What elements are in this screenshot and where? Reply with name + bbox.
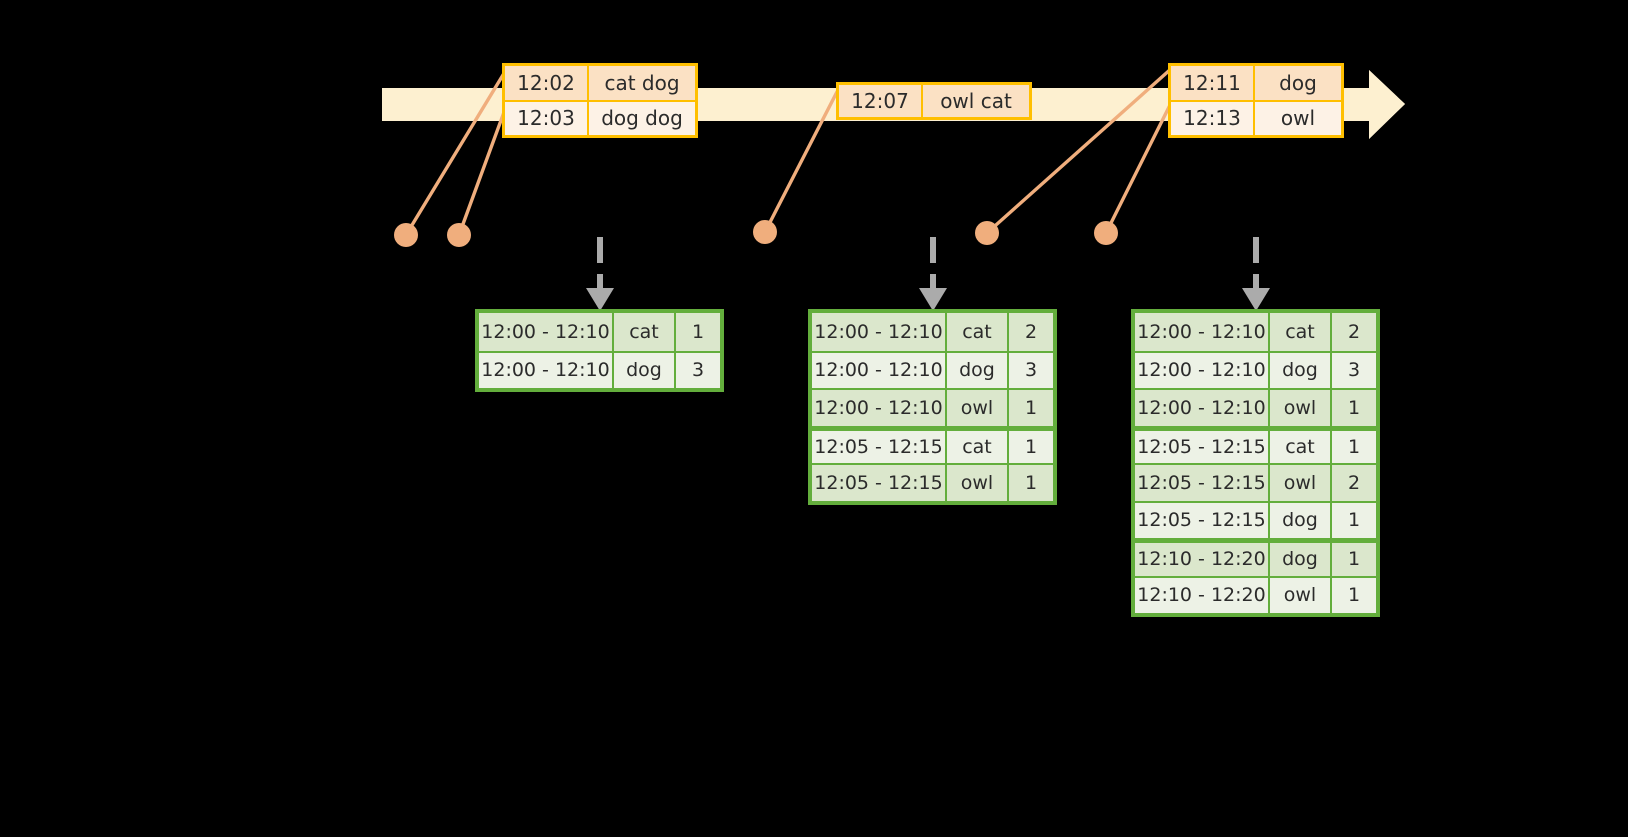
- processing-dot-5: [1094, 221, 1118, 245]
- count-cell: 1: [691, 320, 705, 343]
- window-cell: 12:05 - 12:15: [1135, 430, 1270, 463]
- event-group-2: 12:07 owl cat: [836, 82, 1032, 120]
- event-row: 12:02 cat dog: [505, 66, 695, 100]
- event-time: 12:02: [505, 66, 589, 100]
- count-cell: 2: [1347, 320, 1361, 343]
- window-cell: 12:00 - 12:10: [812, 390, 947, 426]
- key-cell: cat: [947, 430, 1009, 463]
- count-cell: 1: [1347, 435, 1361, 458]
- count-cell: 1: [1347, 548, 1361, 571]
- window-cell: 12:00 - 12:10: [1135, 390, 1270, 426]
- window-cell: 12:00 - 12:10: [1135, 313, 1270, 351]
- event-group-3: 12:11 dog 12:13 owl: [1168, 63, 1344, 138]
- key-cell: cat: [1270, 430, 1332, 463]
- result-arrow-1: [586, 237, 614, 311]
- count-cell: 1: [1347, 396, 1361, 419]
- count-cell: 1: [1024, 435, 1038, 458]
- event-words: dog: [1279, 70, 1317, 95]
- event-row: 12:03 dog dog: [505, 99, 695, 135]
- connector-line-1: [404, 68, 508, 237]
- connector-line-3: [763, 84, 842, 234]
- processing-dot-3: [753, 220, 777, 244]
- key-cell: owl: [947, 465, 1009, 501]
- key-cell: dog: [614, 352, 676, 388]
- connector-line-4: [985, 66, 1174, 235]
- count-cell: 1: [1024, 471, 1038, 494]
- count-cell: 3: [1347, 359, 1361, 382]
- processing-dot-4: [975, 221, 999, 245]
- key-cell: owl: [1270, 390, 1332, 426]
- event-words: owl: [1280, 106, 1316, 131]
- key-cell: cat: [1270, 313, 1332, 351]
- event-row: 12:13 owl: [1171, 99, 1341, 135]
- key-cell: dog: [1270, 352, 1332, 388]
- window-cell: 12:00 - 12:10: [479, 313, 614, 351]
- event-group-1: 12:02 cat dog 12:03 dog dog: [502, 63, 698, 138]
- event-row: 12:11 dog: [1171, 66, 1341, 100]
- event-words: cat dog: [604, 70, 680, 95]
- key-cell: owl: [1270, 465, 1332, 501]
- window-cell: 12:00 - 12:10: [479, 352, 614, 388]
- connector-lines: [404, 66, 1174, 237]
- key-cell: dog: [1270, 543, 1332, 576]
- count-cell: 1: [1347, 584, 1361, 607]
- count-cell: 1: [1347, 509, 1361, 532]
- event-time: 12:13: [1171, 101, 1255, 135]
- event-row: 12:07 owl cat: [839, 85, 1029, 117]
- window-cell: 12:10 - 12:20: [1135, 577, 1270, 613]
- connector-line-2: [457, 102, 509, 237]
- window-cell: 12:10 - 12:20: [1135, 543, 1270, 576]
- count-cell: 2: [1347, 471, 1361, 494]
- processing-time-dots: [394, 220, 1118, 247]
- window-cell: 12:05 - 12:15: [1135, 502, 1270, 538]
- window-cell: 12:00 - 12:10: [812, 352, 947, 388]
- window-cell: 12:00 - 12:10: [1135, 352, 1270, 388]
- connector-line-5: [1104, 99, 1174, 235]
- key-cell: owl: [1270, 577, 1332, 613]
- window-cell: 12:05 - 12:15: [812, 430, 947, 463]
- result-arrow-2: [919, 237, 947, 311]
- processing-dot-2: [447, 223, 471, 247]
- event-time: 12:11: [1171, 66, 1255, 100]
- count-cell: 3: [691, 359, 705, 382]
- event-words: dog dog: [601, 106, 683, 131]
- key-cell: owl: [947, 390, 1009, 426]
- count-cell: 2: [1024, 320, 1038, 343]
- key-cell: dog: [1270, 502, 1332, 538]
- window-cell: 12:00 - 12:10: [812, 313, 947, 351]
- event-time: 12:03: [505, 101, 589, 135]
- result-arrow-3: [1242, 237, 1270, 311]
- count-cell: 3: [1024, 359, 1038, 382]
- key-cell: cat: [947, 313, 1009, 351]
- event-time: 12:07: [839, 85, 923, 117]
- key-cell: cat: [614, 313, 676, 351]
- key-cell: dog: [947, 352, 1009, 388]
- window-cell: 12:05 - 12:15: [1135, 465, 1270, 501]
- result-arrows: [586, 237, 1270, 311]
- event-words: owl cat: [940, 89, 1012, 113]
- count-cell: 1: [1024, 396, 1038, 419]
- window-cell: 12:05 - 12:15: [812, 465, 947, 501]
- processing-dot-1: [394, 223, 418, 247]
